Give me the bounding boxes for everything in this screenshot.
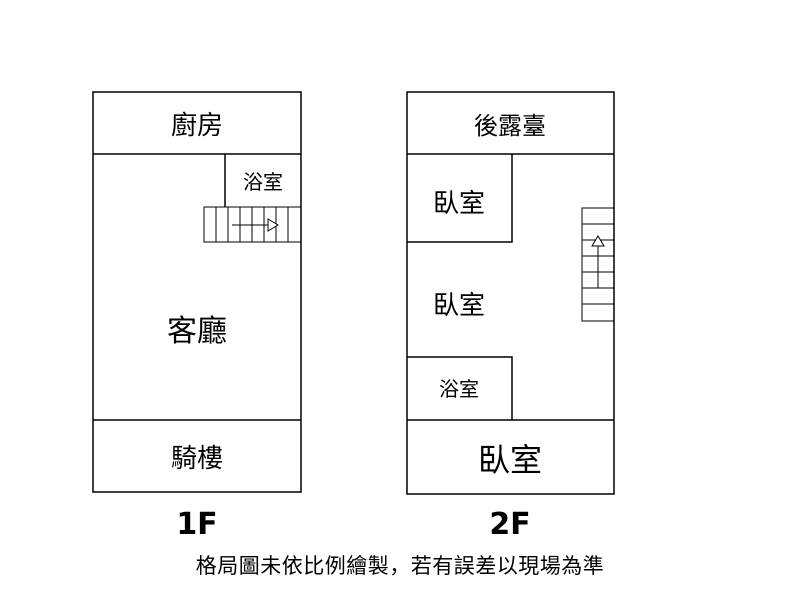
floor-2-stair-arrow-icon [591,235,605,247]
room-label-living-room: 客廳 [167,314,227,349]
room-label-arcade: 騎樓 [171,444,223,474]
floor-2-bedroom-top-wall [407,154,513,243]
room-label-2f-bedroom-middle: 臥室 [433,291,485,321]
floor-title-2f: 2F [489,507,530,542]
floor-plan-diagram: 廚房 浴室 客廳 騎樓 1F 後露臺 臥室 臥室 浴室 臥室 2F [92,91,615,542]
disclaimer-note: 格局圖未依比例繪製，若有誤差以現場為準 [195,554,605,578]
floor-2-bathroom-wall [407,356,513,420]
floor-1-stairs [203,206,302,243]
room-label-rear-balcony: 後露臺 [474,112,546,140]
floor-1-outline [92,91,302,493]
floor-title-1f: 1F [176,507,217,542]
room-label-2f-bathroom: 浴室 [439,377,479,401]
room-label-1f-bathroom: 浴室 [243,170,283,194]
room-label-2f-bedroom-top: 臥室 [433,189,485,219]
room-label-kitchen: 廚房 [171,111,223,141]
floor-1-stair-arrow-icon [267,218,279,232]
floor-2-stairs [581,207,615,322]
room-label-2f-bedroom-front: 臥室 [478,441,542,479]
